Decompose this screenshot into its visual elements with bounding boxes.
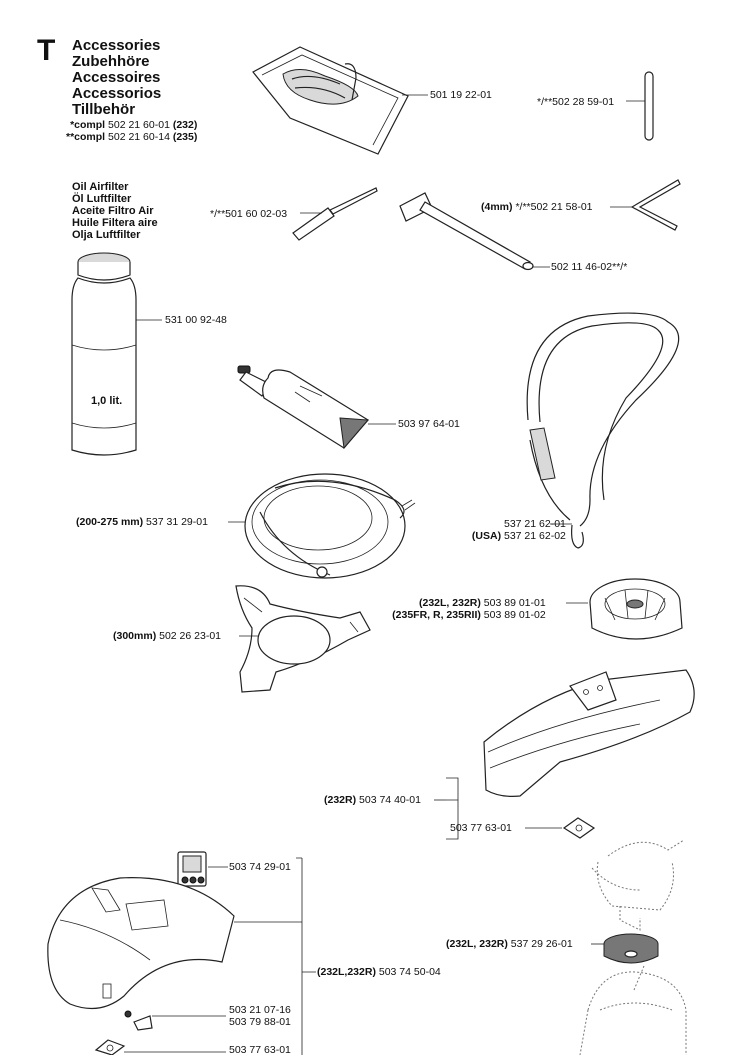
strap-variant: (USA) 537 21 62-02 (471, 530, 566, 542)
oil-bottle-illustration (71, 252, 162, 456)
section-titles: Accessories Zubehhöre Accessoires Access… (72, 38, 161, 118)
guard-kit-nut-number: 503 79 88-01 (229, 1016, 291, 1028)
part-number-pin: */**502 28 59-01 (537, 96, 615, 108)
guard-kit-illustration (47, 851, 316, 1055)
trimmer-head-line-1: (232L, 232R) 503 89 01-01 (419, 597, 546, 609)
part-number-screwdriver: */**501 60 02-03 (210, 208, 288, 220)
screwdriver-illustration (292, 187, 378, 241)
part-number-guard-kit-label: 503 74 29-01 (229, 861, 291, 873)
strap-illustration (526, 312, 680, 549)
oil-title-de: Öl Luftfilter (72, 193, 132, 205)
oil-title-es: Aceite Filtro Air (72, 205, 154, 217)
compl-line: **compl 502 21 60-14 (235) (66, 131, 198, 143)
section-title-sv: Tillbehör (72, 101, 136, 118)
blade-guard-round-illustration (228, 473, 416, 579)
part-number-guard-kit-plate: 503 77 63-01 (229, 1044, 291, 1056)
part-number-guard-kit: (232L,232R) 503 74 50-04 (317, 966, 441, 978)
part-number-hex-key: (4mm) */**502 21 58-01 (481, 201, 593, 213)
part-number-right-guard: (232R) 503 74 40-01 (324, 794, 421, 806)
oil-title-fr: Huile Filtera aire (72, 217, 158, 229)
right-guard-illustration (434, 669, 695, 840)
part-number-grease-tube: 503 97 64-01 (398, 418, 460, 430)
hex-key-illustration (610, 179, 681, 231)
section-title-fr: Accessoires (72, 69, 161, 86)
motor-and-support-cup-illustration (579, 839, 687, 1055)
part-number-blade-guard-300: (300mm) 502 26 23-01 (113, 630, 221, 642)
part-number-oil-bottle: 531 00 92-48 (165, 314, 227, 326)
section-letter: T (37, 34, 56, 67)
oil-title-en: Oil Airfilter (72, 181, 129, 193)
grease-tube-illustration (237, 365, 396, 450)
trimmer-head-illustration (566, 578, 683, 640)
part-number-guard-kit-screw-nut: 503 21 07-16 503 79 88-01 (229, 1004, 291, 1028)
blade-guard-300-illustration (235, 585, 371, 693)
section-title-en: Accessories (72, 37, 161, 54)
pin-illustration (626, 71, 654, 141)
strap-number: 537 21 62-01 (504, 518, 566, 530)
part-number-harness-bag: 501 19 22-01 (430, 89, 492, 101)
compl-list: *compl 502 21 60-01 (232) **compl 502 21… (66, 119, 197, 143)
oil-volume-label: 1,0 lit. (91, 395, 123, 407)
oil-title-sv: Olja Luftfilter (72, 229, 141, 241)
part-number-right-guard-plate: 503 77 63-01 (450, 822, 512, 834)
harness-bag-illustration (252, 46, 428, 155)
guard-kit-screw-number: 503 21 07-16 (229, 1004, 291, 1016)
trimmer-head-line-2: (235FR, R, 235RII) 503 89 01-02 (392, 609, 546, 621)
oil-titles: Oil Airfilter Öl Luftfilter Aceite Filtr… (72, 181, 158, 241)
part-number-blade-guard-round: (200-275 mm) 537 31 29-01 (76, 516, 208, 528)
part-number-trimmer-head: (232L, 232R) 503 89 01-01 (235FR, R, 235… (388, 597, 546, 621)
part-number-strap: 537 21 62-01 (USA) 537 21 62-02 (440, 518, 566, 542)
compl-line: *compl 502 21 60-01 (232) (70, 119, 198, 131)
socket-wrench-illustration (399, 192, 550, 271)
section-title-es: Accessorios (72, 85, 162, 102)
part-number-socket-wrench: 502 11 46-02**/* (551, 261, 628, 273)
section-title-de: Zubehhöre (72, 53, 150, 70)
part-number-support-cup: (232L, 232R) 537 29 26-01 (446, 938, 573, 950)
